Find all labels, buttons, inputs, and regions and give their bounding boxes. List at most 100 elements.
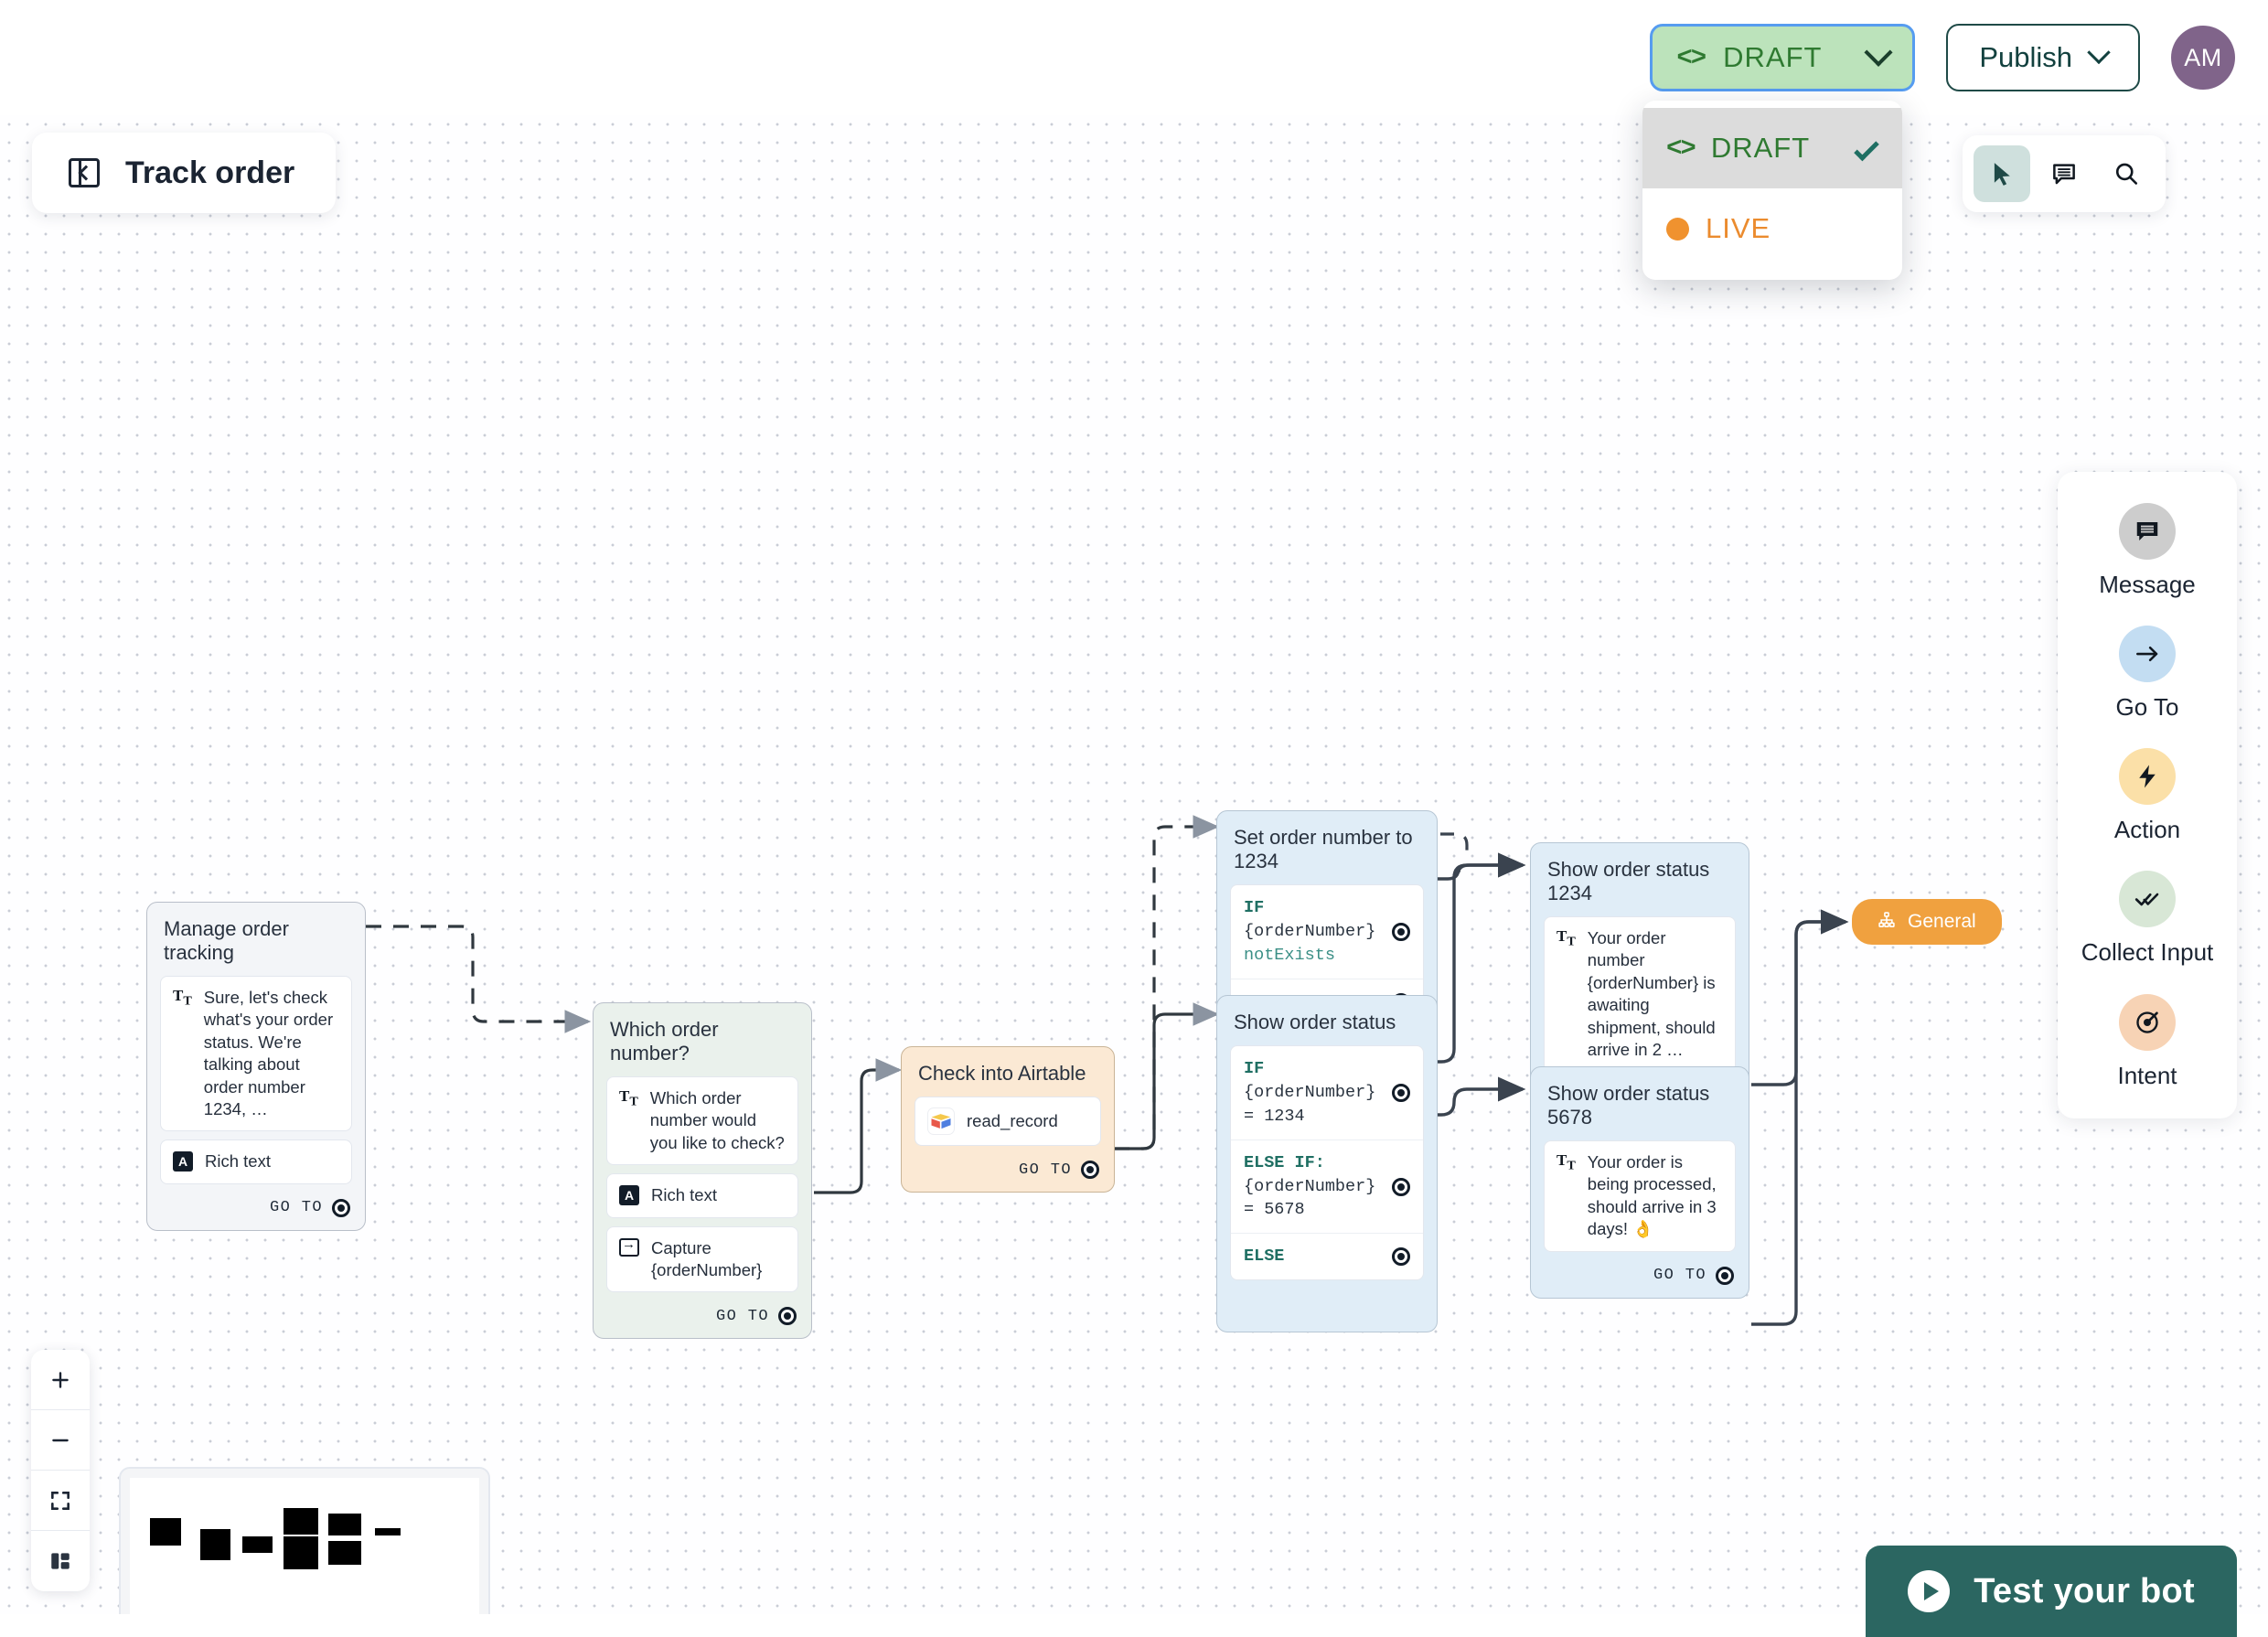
text-format-icon: TT [1557, 1151, 1576, 1173]
canvas-tools [1963, 135, 2166, 212]
node-footer: GO TO [147, 1195, 365, 1230]
condition-expression: {orderNumber} [1244, 921, 1376, 941]
minimap-viewport [130, 1478, 479, 1614]
test-your-bot-button[interactable]: Test your bot [1866, 1546, 2237, 1637]
flow-node-which-order-number[interactable]: Which order number? TT Which order numbe… [593, 1002, 812, 1340]
node-slot-message[interactable]: TT Which order number would you like to … [606, 1076, 798, 1166]
node-title: Check into Airtable [918, 1062, 1086, 1085]
palette-item-label: Action [2113, 816, 2181, 844]
check-icon [1854, 135, 1879, 161]
live-dot-icon [1666, 217, 1689, 241]
goto-label: GO TO [715, 1307, 769, 1325]
search-tool[interactable] [2098, 145, 2155, 202]
output-port[interactable] [332, 1198, 350, 1217]
slot-text: Capture {orderNumber} [651, 1237, 763, 1280]
general-flow-chip[interactable]: General [1852, 899, 2002, 945]
env-item-label: LIVE [1706, 212, 1771, 244]
palette-item-label: Message [2099, 571, 2196, 598]
code-brackets-icon: <> [1666, 133, 1696, 164]
node-title: Which order number? [610, 1018, 719, 1065]
minimap-block [328, 1541, 361, 1565]
target-icon [2119, 993, 2176, 1051]
slot-text: Sure, let's check what's your order stat… [203, 988, 334, 1119]
env-menu-item-draft[interactable]: <> DRAFT [1642, 108, 1902, 188]
condition-keyword: ELSE [1244, 1246, 1285, 1267]
chevron-down-icon [1864, 37, 1893, 67]
branch-port[interactable] [1392, 1247, 1410, 1267]
condition-row[interactable]: ELSE IF: {orderNumber} = 5678 [1231, 1140, 1423, 1235]
condition-keyword: IF [1244, 898, 1265, 917]
minimap-block [242, 1536, 273, 1553]
condition-row[interactable]: ELSE [1231, 1234, 1423, 1279]
zoom-out-button[interactable] [31, 1410, 90, 1471]
page-title: Track order [125, 155, 295, 190]
node-body: TT Your order number {orderNumber} is aw… [1531, 916, 1749, 1083]
rich-text-icon: A [619, 1185, 639, 1206]
zoom-in-button[interactable] [31, 1350, 90, 1410]
condition-row[interactable]: IF {orderNumber} = 1234 [1231, 1046, 1423, 1140]
double-check-icon [2119, 871, 2176, 928]
branch-port[interactable] [1392, 1177, 1410, 1196]
condition-text: IF {orderNumber} notExists [1244, 896, 1383, 968]
output-port[interactable] [1716, 1266, 1734, 1285]
palette-item-action[interactable]: Action [2058, 748, 2237, 843]
palette-item-go-to[interactable]: Go To [2058, 626, 2237, 721]
env-menu-item-live[interactable]: LIVE [1642, 188, 1902, 269]
node-slot-message[interactable]: TT Your order is being processed, should… [1544, 1140, 1736, 1252]
flow-node-manage-order-tracking[interactable]: Manage order tracking TT Sure, let's che… [146, 902, 366, 1231]
node-slot-rich-text[interactable]: A Rich text [606, 1173, 798, 1218]
fit-view-button[interactable] [31, 1471, 90, 1531]
node-slot-rich-text[interactable]: A Rich text [160, 1139, 352, 1184]
text-format-icon: TT [619, 1087, 638, 1109]
condition-text: IF {orderNumber} = 1234 [1244, 1057, 1383, 1129]
node-slot-message[interactable]: TT Sure, let's check what's your order s… [160, 976, 352, 1132]
output-port[interactable] [778, 1307, 797, 1326]
condition-value: notExists [1244, 945, 1335, 965]
goto-label: GO TO [1653, 1267, 1706, 1285]
flow-node-show-order-status[interactable]: Show order status IF {orderNumber} = 123… [1216, 995, 1438, 1333]
minimap-block [200, 1529, 230, 1560]
user-avatar[interactable]: AM [2171, 26, 2235, 90]
condition-expression: {orderNumber} = 1234 [1244, 1082, 1376, 1126]
slot-text: Your order number {orderNumber} is await… [1587, 928, 1716, 1060]
condition-keyword: IF [1244, 1059, 1265, 1078]
env-item-label: DRAFT [1710, 132, 1811, 164]
palette-item-collect-input[interactable]: Collect Input [2058, 871, 2237, 966]
select-tool[interactable] [1974, 145, 2030, 202]
flow-canvas[interactable]: Manage order tracking TT Sure, let's che… [0, 115, 2268, 1614]
palette-item-intent[interactable]: Intent [2058, 993, 2237, 1089]
top-bar: <> DRAFT Publish AM [0, 0, 2268, 115]
goto-label: GO TO [1018, 1161, 1072, 1179]
node-footer: GO TO [1531, 1263, 1749, 1298]
arrow-right-icon [2119, 626, 2176, 683]
palette-item-message[interactable]: Message [2058, 503, 2237, 598]
comment-tool[interactable] [2036, 145, 2092, 202]
node-title: Show order status 5678 [1547, 1082, 1710, 1129]
goto-label: GO TO [269, 1199, 323, 1217]
flow-node-show-order-status-5678[interactable]: Show order status 5678 TT Your order is … [1530, 1066, 1749, 1299]
condition-keyword: ELSE IF: [1244, 1152, 1325, 1172]
environment-label: DRAFT [1723, 41, 1823, 73]
environment-selector-button[interactable]: <> DRAFT [1650, 24, 1916, 91]
palette-item-label: Go To [2115, 693, 2179, 722]
node-slot-action[interactable]: read_record [915, 1097, 1101, 1146]
panel-collapse-icon [69, 158, 100, 187]
test-bot-label: Test your bot [1974, 1571, 2195, 1610]
branch-port[interactable] [1392, 1083, 1410, 1102]
toggle-minimap-button[interactable] [31, 1531, 90, 1591]
node-slot-message[interactable]: TT Your order number {orderNumber} is aw… [1544, 916, 1736, 1073]
minimap[interactable] [119, 1467, 490, 1614]
hierarchy-icon [1878, 911, 1896, 934]
branch-port[interactable] [1392, 922, 1410, 941]
publish-label: Publish [1979, 41, 2072, 73]
condition-row[interactable]: IF {orderNumber} notExists [1231, 885, 1423, 979]
condition-expression: {orderNumber} = 5678 [1244, 1176, 1376, 1220]
flow-node-check-into-airtable[interactable]: Check into Airtable read_record GO TO [901, 1046, 1115, 1193]
node-slot-capture[interactable]: Capture {orderNumber} [606, 1225, 798, 1293]
node-title: Set order number to 1234 [1234, 826, 1413, 872]
flow-title-chip[interactable]: Track order [32, 133, 336, 213]
output-port[interactable] [1081, 1161, 1099, 1179]
publish-button[interactable]: Publish [1946, 24, 2140, 91]
node-body: TT Your order is being processed, should… [1531, 1140, 1749, 1263]
minimap-block [284, 1508, 318, 1535]
